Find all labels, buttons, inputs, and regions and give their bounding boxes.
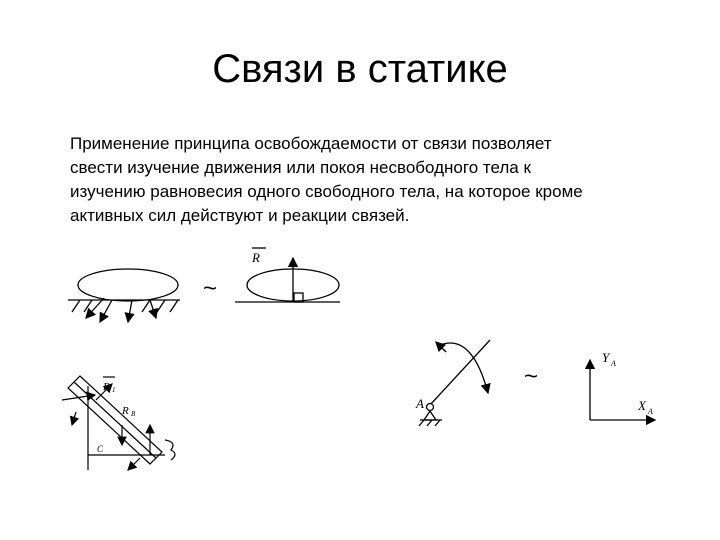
beam-r1-sub: 1 (112, 386, 116, 394)
beam-r1-label: R (102, 381, 110, 393)
ellipse-on-surface-figure (68, 268, 180, 324)
reaction-r-label: R (251, 250, 260, 265)
pin-a-label: A (415, 396, 424, 411)
slide-body-text: Применение принципа освобождаемости от с… (70, 134, 583, 225)
equivalence-tilde-2: ~ (524, 363, 538, 390)
slide-title: Связи в статике (212, 47, 508, 91)
pinned-rod-figure (418, 339, 491, 427)
beam-rb-sub: B (131, 410, 136, 418)
beam-c-label: C (97, 444, 104, 454)
ya-sub: A (610, 359, 616, 368)
leaning-beam-figure (61, 375, 176, 471)
equivalence-tilde-1: ~ (203, 275, 217, 302)
ya-label: Y (602, 350, 611, 365)
xa-label: X (637, 398, 647, 413)
beam-rb-label: R (121, 405, 129, 417)
ellipse-reaction-figure (235, 247, 340, 303)
xa-sub: A (647, 407, 653, 416)
reaction-components-figure (584, 358, 657, 426)
